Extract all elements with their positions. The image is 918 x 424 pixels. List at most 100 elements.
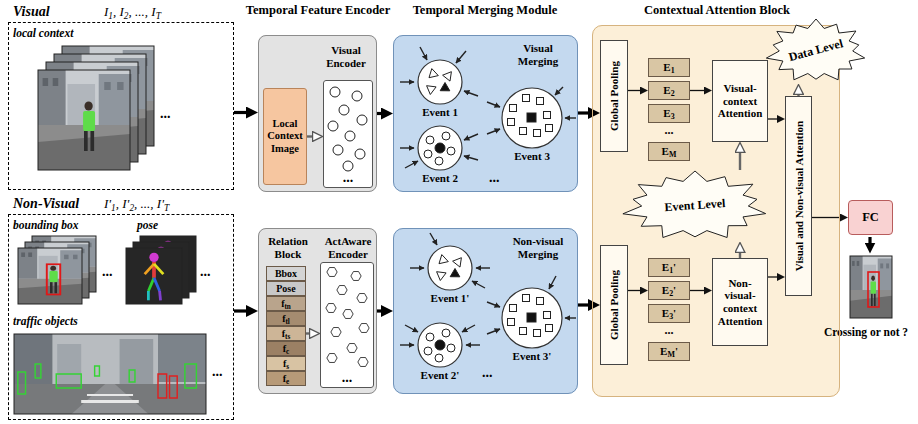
- merge-pointers: [464, 134, 478, 140]
- visual-features: [328, 121, 338, 131]
- text-slot: pose: [137, 219, 158, 232]
- text-slot: Visual and Non-visual Attention: [792, 121, 805, 271]
- subscript: tl: [285, 318, 289, 326]
- bbox-frames: [18, 248, 82, 304]
- event-circle: [418, 126, 462, 170]
- visual-features: [352, 91, 362, 101]
- bbox-frames: [18, 236, 96, 304]
- panel-label: traffic objects: [13, 315, 78, 328]
- node-label: Visual Encoder: [317, 44, 375, 69]
- event-embedding: E3': [648, 304, 690, 323]
- subscript: tn: [284, 303, 290, 311]
- merge-pointers: [456, 51, 466, 63]
- pooling-box: Global Pooling: [600, 245, 628, 365]
- subscript: T: [164, 203, 169, 213]
- merge-pointers: [487, 329, 500, 334]
- non-visual-features: [351, 272, 361, 281]
- feature-square: [523, 295, 530, 302]
- feature-square: [534, 330, 541, 337]
- feature-square: [527, 313, 536, 322]
- event-cluster: Event 2: [415, 126, 465, 186]
- merge-pointers: [464, 156, 478, 160]
- non-visual-features: [358, 358, 368, 367]
- feature-square: [527, 113, 536, 122]
- subscript: ts: [285, 333, 290, 341]
- merge-pointers: [466, 344, 480, 345]
- merge-pointers: [549, 276, 556, 289]
- feature-triangle: [453, 258, 462, 267]
- visual-features: [323, 80, 373, 188]
- ellipsis: ...: [200, 264, 211, 280]
- merge-pointers: [400, 344, 414, 345]
- feature-row: ftn: [266, 296, 306, 311]
- node-label: ...: [343, 171, 354, 185]
- text-slot: Event 3: [500, 150, 564, 163]
- visual-features: [339, 105, 349, 115]
- merge-pointers: [410, 267, 424, 268]
- node-label: Visual-context Attention: [715, 82, 765, 120]
- subscript: 3: [671, 112, 675, 121]
- feature-square: [546, 125, 553, 132]
- subscript: 1: [671, 66, 675, 75]
- text-slot: Event 3': [500, 350, 564, 363]
- input-panel: Non-VisualI'1, I'2, ..., I'Tbounding box…: [8, 214, 234, 420]
- ellipsis: ...: [665, 324, 674, 336]
- bbox-frames: [18, 248, 82, 304]
- feature-triangle: [427, 86, 437, 95]
- feature-square: [510, 305, 517, 312]
- text-slot: Visual Merging: [502, 42, 574, 67]
- feature-circle: [435, 143, 445, 153]
- node-label: E1: [663, 61, 674, 74]
- subscript: 3: [669, 312, 673, 321]
- level-burst: Data Level: [764, 18, 868, 84]
- feature-row: Bbox: [266, 266, 306, 281]
- text-slot: Global Pooling: [608, 270, 621, 340]
- node-label: E3: [663, 107, 674, 120]
- visual-features: [323, 80, 373, 188]
- feature-circle: [442, 132, 450, 140]
- arrow-connector: [690, 90, 708, 91]
- non-visual-features: [327, 268, 337, 277]
- subscript: s: [286, 363, 289, 371]
- feature-triangle: [439, 255, 448, 264]
- text-slot: local context: [13, 27, 73, 40]
- event-circle: [418, 323, 462, 367]
- text-slot: ...: [212, 364, 223, 380]
- event-embedding: EM: [648, 142, 690, 161]
- feature-triangle: [429, 69, 438, 78]
- merge-pointers: [405, 161, 418, 168]
- visual-features: [328, 87, 367, 171]
- feature-circle: [447, 344, 455, 352]
- arrow-connector: [690, 290, 708, 291]
- feature-circle: [426, 136, 434, 144]
- node-label: E2': [662, 284, 676, 297]
- event-circle: [418, 60, 462, 104]
- node-label: ftl: [282, 314, 290, 324]
- non-visual-features: [320, 262, 374, 388]
- event-embedding: E3: [648, 104, 690, 123]
- traffic-frame: [14, 334, 206, 414]
- non-visual-features: [357, 294, 367, 303]
- text-slot: ...: [665, 124, 674, 136]
- node-label: Event 1': [425, 292, 475, 305]
- visual-features: [357, 115, 367, 125]
- level-burst: Event Level: [620, 170, 770, 242]
- node-label: fs: [283, 359, 289, 369]
- subscript: e: [286, 378, 289, 386]
- feature-circle: [424, 150, 432, 158]
- node-label: Event 1: [415, 106, 465, 119]
- node-label: ftn: [281, 299, 291, 309]
- merge-pointers: [400, 147, 414, 148]
- event-cluster: Event 2': [415, 323, 465, 383]
- text-slot: Temporal Feature Encoder: [246, 3, 390, 17]
- node-label: Bbox: [275, 269, 297, 279]
- subscript: 1: [669, 266, 673, 275]
- arrow-connector: [377, 309, 387, 312]
- node-label: Non-visual Merging: [502, 235, 574, 260]
- text-slot: ...: [489, 170, 500, 186]
- text-slot: ...: [482, 365, 493, 381]
- text-slot: Temporal Merging Module: [413, 3, 558, 17]
